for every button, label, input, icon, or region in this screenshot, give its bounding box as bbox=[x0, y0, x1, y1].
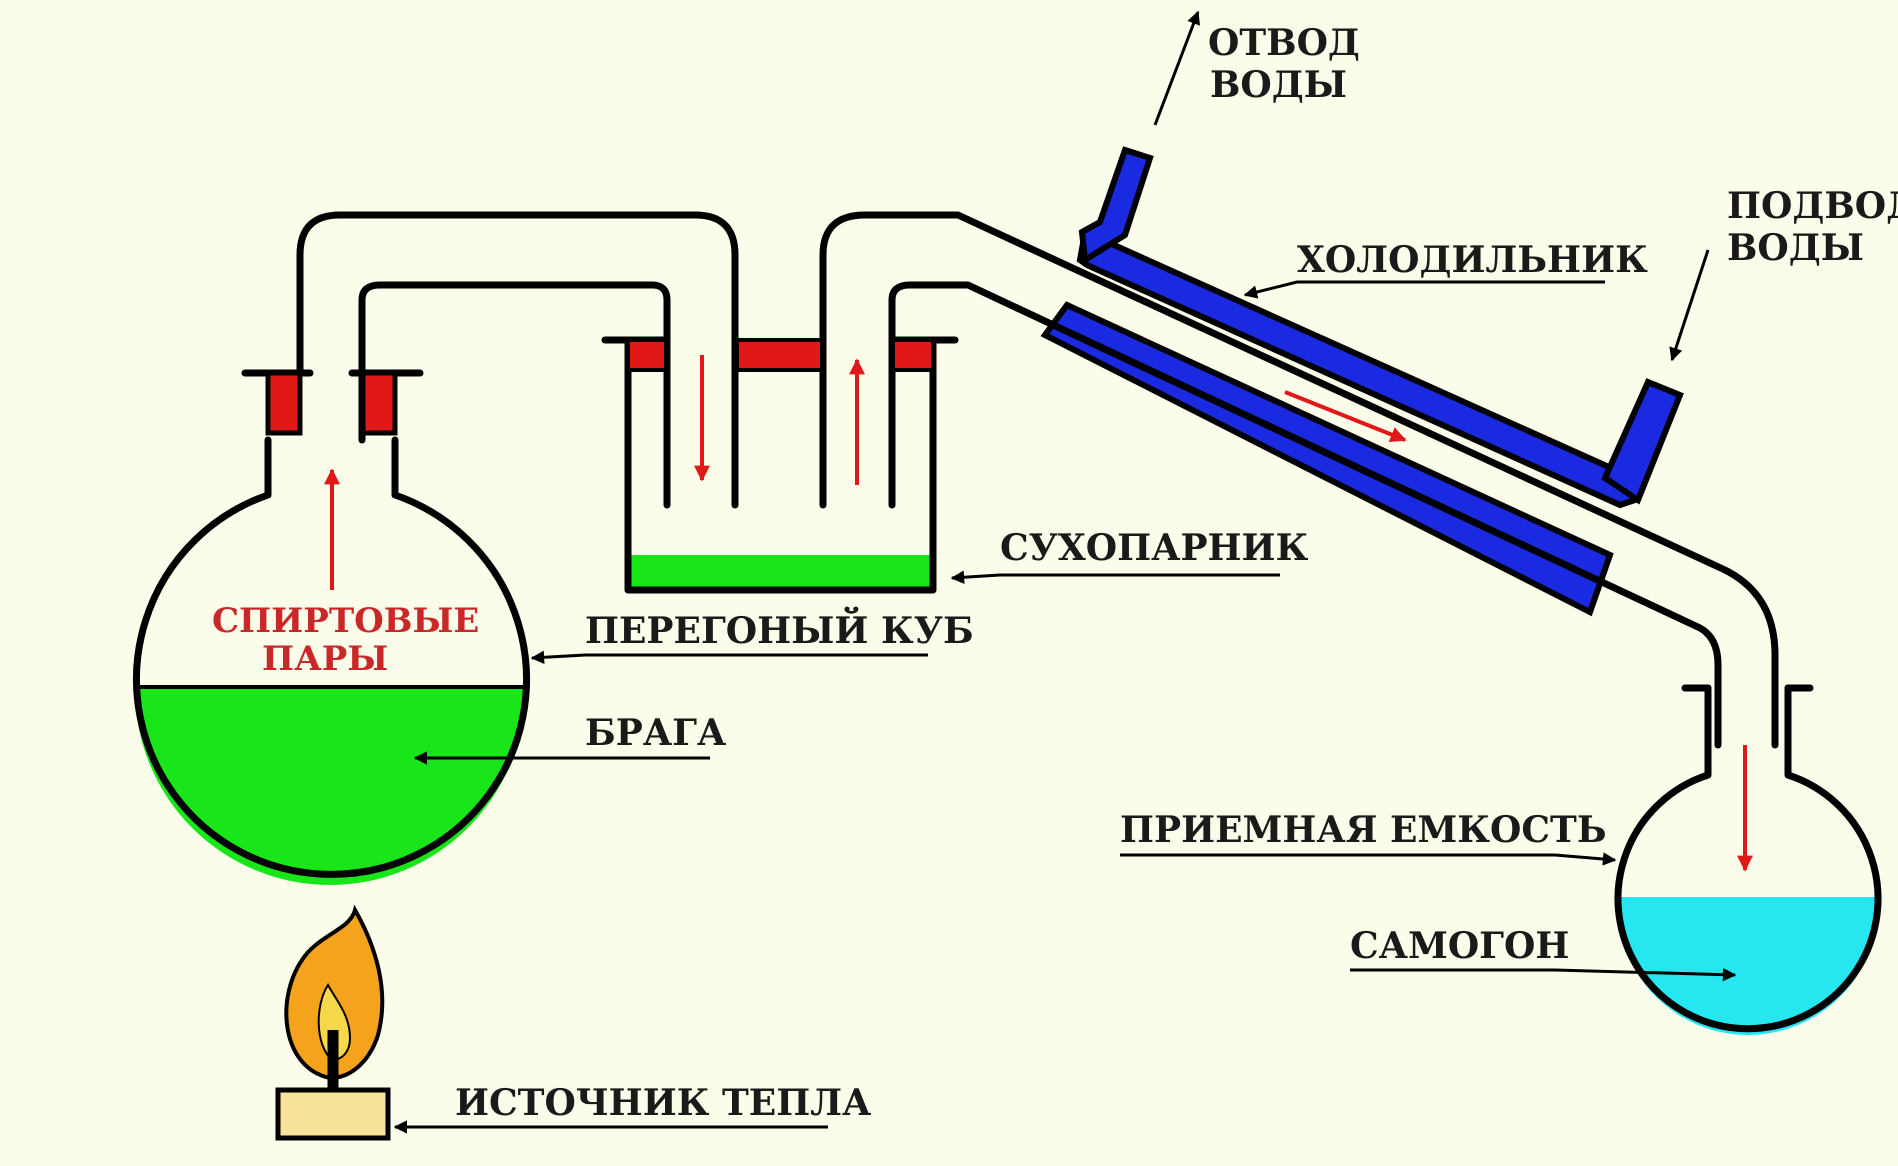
label-water-out-1: ОТВОД bbox=[1208, 22, 1360, 64]
labels: ОТВОД ВОДЫ ПОДВОД ВОДЫ ХОЛОДИЛЬНИК СУХОП… bbox=[212, 22, 1898, 1129]
flow-arrows bbox=[324, 355, 1753, 872]
label-mash: БРАГА bbox=[585, 712, 726, 754]
condenser-jacket bbox=[1040, 146, 1684, 617]
steamer-seal-left bbox=[626, 338, 668, 372]
label-water-out-2: ВОДЫ bbox=[1210, 64, 1347, 106]
flame-inner bbox=[317, 983, 352, 1062]
burner-base bbox=[275, 1087, 391, 1141]
label-condenser: ХОЛОДИЛЬНИК bbox=[1297, 239, 1648, 281]
flask-seal-right bbox=[360, 370, 398, 436]
label-dry-steamer: СУХОПАРНИК bbox=[1000, 527, 1309, 569]
vapor-tubes bbox=[296, 211, 1779, 749]
tube-steamer-to-condenser-upper bbox=[819, 211, 1779, 749]
flask-seal-left bbox=[265, 370, 303, 436]
label-receiver: ПРИЕМНАЯ ЕМКОСТЬ bbox=[1120, 809, 1607, 851]
steamer-seal-right bbox=[891, 338, 935, 372]
tube-steamer-to-condenser-lower bbox=[888, 281, 1722, 749]
tube-flask-to-steamer-outer bbox=[296, 211, 739, 509]
label-vapors-2: ПАРЫ bbox=[262, 639, 388, 679]
arrow-icon bbox=[1284, 390, 1407, 443]
flask-body-outline bbox=[133, 436, 530, 878]
tube-flask-to-steamer-inner bbox=[358, 281, 671, 509]
label-moonshine: САМОГОН bbox=[1350, 925, 1569, 967]
dry-steamer bbox=[601, 336, 959, 594]
heat-source bbox=[275, 904, 391, 1141]
label-vapors-1: СПИРТОВЫЕ bbox=[212, 601, 479, 641]
label-water-in-2: ВОДЫ bbox=[1727, 227, 1864, 269]
receiver-outline bbox=[1614, 684, 1882, 1033]
label-heat-source: ИСТОЧНИК ТЕПЛА bbox=[455, 1082, 871, 1124]
steamer-seal-middle bbox=[735, 338, 824, 372]
water-inlet-pipe bbox=[1601, 378, 1684, 505]
label-still-pot: ПЕРЕГОНЫЙ КУБ bbox=[585, 607, 974, 652]
steamer-outline bbox=[624, 336, 937, 594]
steamer-liquid bbox=[628, 555, 933, 590]
receiver-flask bbox=[1614, 684, 1882, 1035]
label-water-in-1: ПОДВОД bbox=[1727, 185, 1898, 227]
water-outlet-pipe bbox=[1078, 146, 1154, 266]
condenser-jacket-lower bbox=[1040, 301, 1614, 617]
